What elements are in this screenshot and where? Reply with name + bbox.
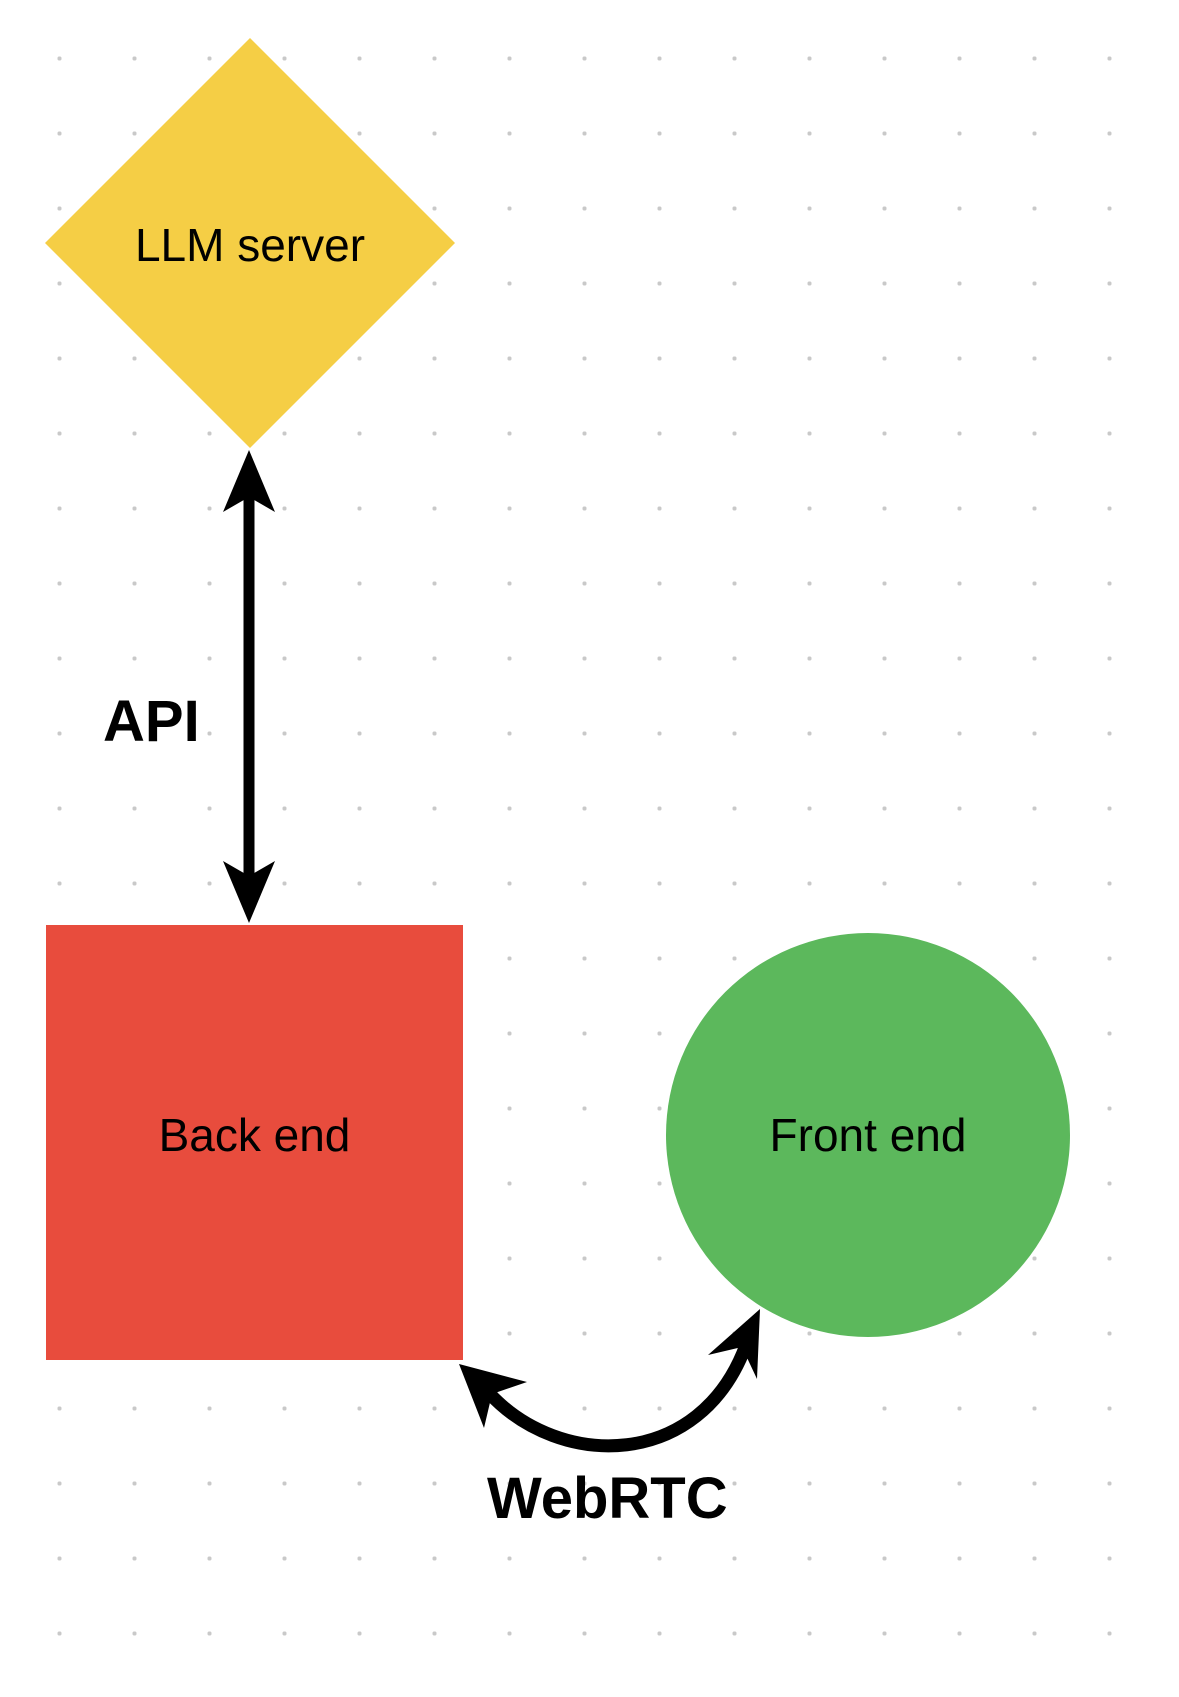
node-llm-server-shape[interactable] <box>45 38 455 448</box>
node-front-end-shape[interactable] <box>666 933 1070 1337</box>
node-back-end-shape[interactable] <box>46 925 463 1360</box>
edge-api-label: API <box>103 689 200 754</box>
edge-api-arrow[interactable] <box>223 450 275 923</box>
edge-webrtc-arrow[interactable] <box>459 1309 760 1453</box>
edge-webrtc-label: WebRTC <box>487 1466 728 1531</box>
